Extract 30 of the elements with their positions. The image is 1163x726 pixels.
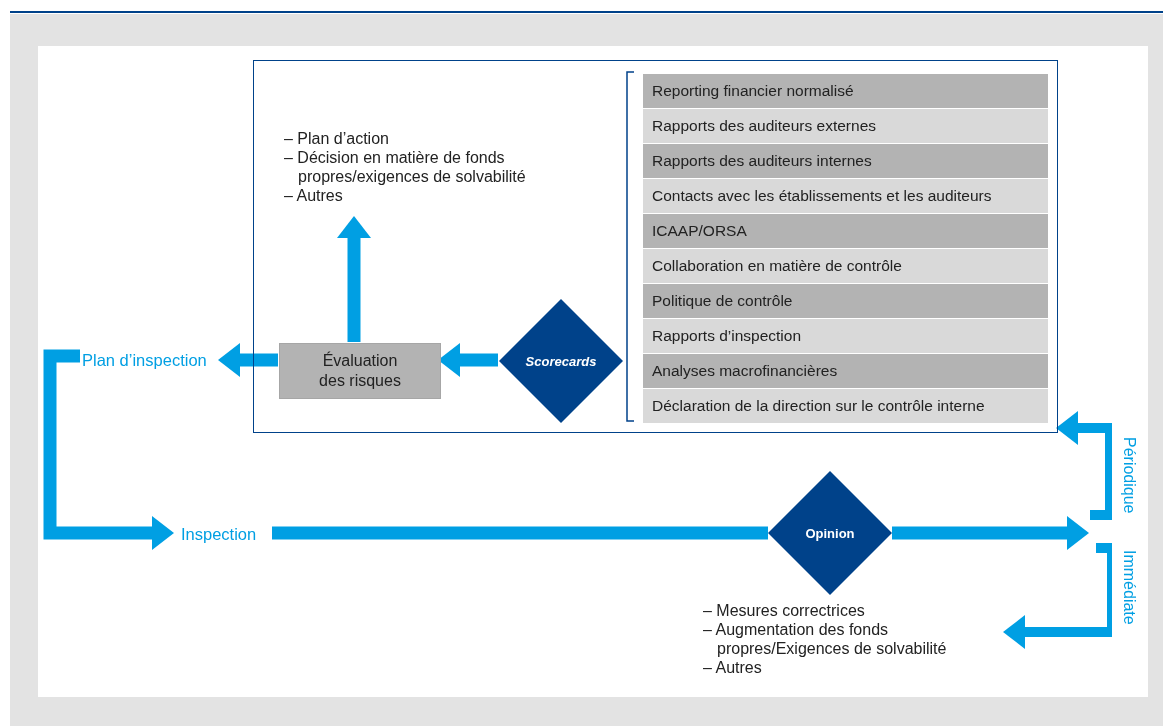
list-row: Reporting financier normalisé	[643, 74, 1048, 109]
flow-label: Périodique	[1120, 437, 1139, 514]
list-item: – Mesures correctrices	[703, 601, 866, 620]
list-row: Déclaration de la direction sur le contrôle interne	[643, 389, 1048, 424]
arrow	[43, 349, 174, 550]
list-item: – Autres	[703, 658, 763, 677]
flow-label: Inspection	[181, 522, 269, 546]
diamond-label: Scorecards	[525, 353, 597, 369]
list-item: – Plan d’action	[284, 129, 390, 148]
flow-label: Plan d’inspection	[82, 348, 220, 372]
list-item: – Autres	[284, 186, 344, 205]
list-row: Rapports des auditeurs internes	[643, 144, 1048, 179]
process-box: Évaluation des risques	[279, 343, 441, 399]
list-row: Rapports des auditeurs externes	[643, 109, 1048, 144]
list-item: – Décision en matière de fonds propres/exigences de solvabilité	[284, 148, 527, 186]
list-row: Collaboration en matière de contrôle	[643, 249, 1048, 284]
arrow	[218, 343, 278, 377]
list-row: Contacts avec les établissements et les auditeurs	[643, 179, 1048, 214]
arrow	[892, 516, 1089, 550]
list-row: Politique de contrôle	[643, 284, 1048, 319]
list-row: Rapports d’inspection	[643, 319, 1048, 354]
flow-label: Immédiate	[1120, 550, 1139, 625]
list-row: Analyses macrofinancières	[643, 354, 1048, 389]
list-item: – Augmentation des fonds propres/Exigences de solvabilité	[703, 620, 948, 658]
arrow	[337, 216, 371, 342]
frame	[253, 60, 1058, 433]
list-row: ICAAP/ORSA	[643, 214, 1048, 249]
arrow	[1003, 615, 1088, 649]
arrow	[1056, 411, 1088, 445]
diamond-label: Opinion	[805, 525, 855, 541]
